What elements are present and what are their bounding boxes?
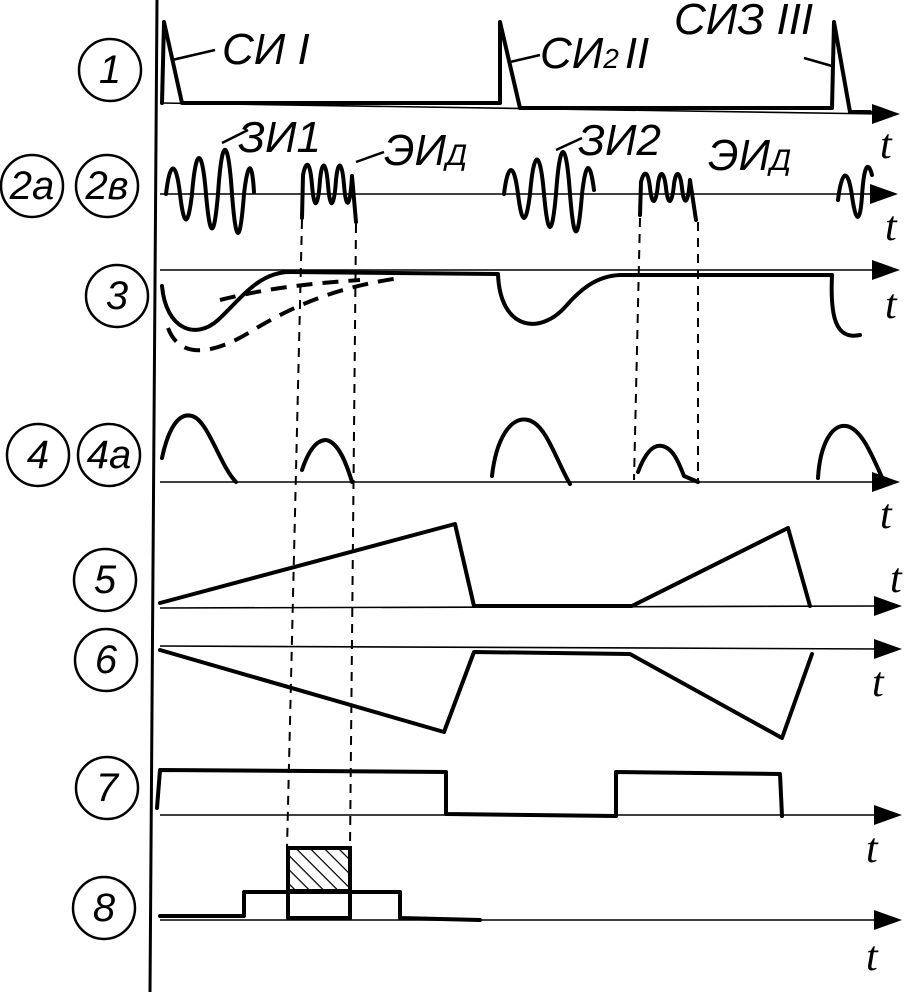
row-label-3: 3 [84, 263, 150, 329]
axis-t-label: t [890, 556, 903, 602]
axis-t-label: t [866, 934, 879, 980]
dashed-guides [286, 217, 699, 849]
row-label-5: 5 [72, 547, 138, 613]
svg-text:6: 6 [95, 638, 118, 682]
axis-t-label: t [885, 282, 898, 328]
svg-text:1: 1 [99, 48, 121, 92]
row-6-sawtooth [158, 648, 814, 740]
vertical-axis [148, 0, 159, 992]
row-3-curves [160, 270, 862, 353]
row-label-2v: 2в [74, 153, 140, 219]
label-si-1: СИ I [222, 25, 310, 74]
axis-t-label: t [866, 826, 879, 872]
svg-text:8: 8 [93, 886, 116, 930]
axis-row-4: t [160, 472, 900, 538]
svg-text:7: 7 [96, 766, 120, 810]
axis-t-label: t [872, 660, 885, 706]
row-8-strobes [158, 846, 482, 922]
axis-row-3: t [160, 260, 900, 328]
svg-text:3: 3 [106, 274, 128, 318]
svg-text:4: 4 [27, 433, 49, 477]
row-label-4a: 4а [76, 422, 142, 488]
row-label-6: 6 [73, 627, 139, 693]
row-7-gate-pulses [155, 768, 784, 818]
row-label-4: 4 [5, 422, 71, 488]
row-label-1: 1 [77, 37, 143, 103]
label-eid-1: ЭИД [384, 126, 467, 175]
label-zi-1: ЗИ1 [238, 113, 321, 162]
axis-row-8: t [160, 910, 902, 980]
label-zi-2: ЗИ2 [578, 116, 661, 165]
row-2-bursts: ЗИ1 ЭИД ЗИ2 ЭИД [164, 113, 874, 235]
svg-text:4а: 4а [87, 433, 132, 477]
svg-text:2в: 2в [84, 164, 128, 208]
axis-t-label: t [880, 122, 893, 168]
row-4-detected-pulses [160, 413, 886, 486]
row-labels: 1 2а 2в 3 4 4а 5 6 [0, 37, 150, 941]
svg-text:5: 5 [94, 558, 117, 602]
label-eid-2: ЭИД [708, 131, 791, 180]
axis-t-label: t [885, 204, 898, 250]
label-si-3: СИЗ III [674, 0, 813, 44]
row-label-2a: 2а [0, 153, 65, 219]
row-label-8: 8 [71, 875, 137, 941]
axis-row-6: t [159, 639, 902, 706]
axis-t-label: t [880, 492, 893, 538]
coincidence-block [286, 846, 352, 893]
row-label-7: 7 [74, 755, 140, 821]
svg-text:2а: 2а [9, 164, 55, 208]
row-5-sawtooth [158, 522, 812, 608]
